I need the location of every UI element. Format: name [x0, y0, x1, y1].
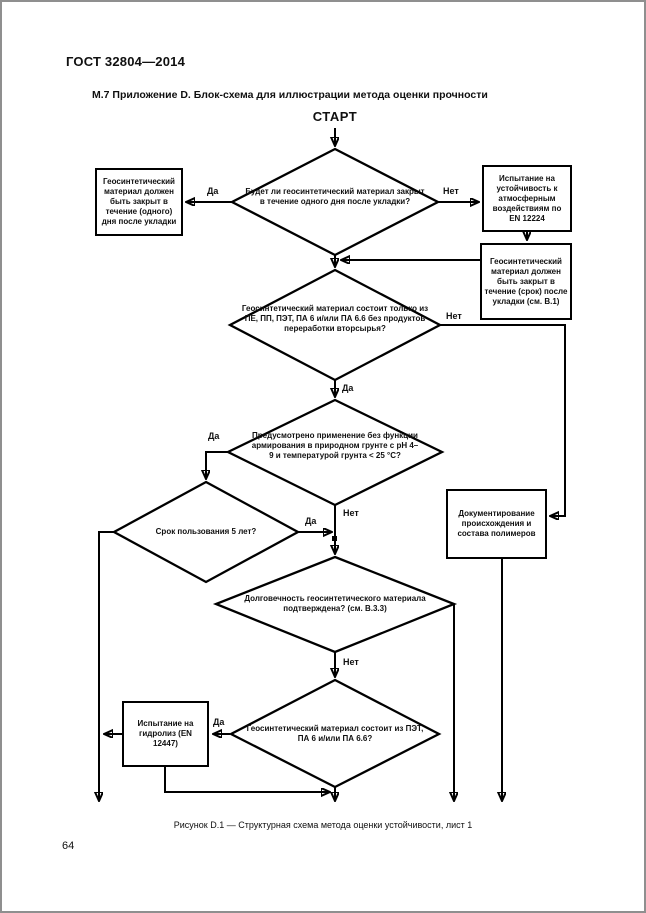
diamond-label-covered-one-day: Будет ли геосинтетический материал закры… [245, 187, 425, 206]
diamond-application-conditions [225, 398, 445, 507]
diamond-covered-one-day [229, 147, 441, 257]
box-cover-one-day: Геосинтетический материал должен быть за… [95, 168, 183, 236]
box-cover-period: Геосинтетический материал должен быть за… [480, 243, 572, 320]
branch-label-d3-yes: Да [208, 431, 220, 441]
connector-d2-no-documentation [440, 324, 566, 516]
branch-label-d1-no: Нет [443, 186, 459, 196]
branch-label-d2-no: Нет [446, 311, 462, 321]
connector-d3-yes-d4 [206, 451, 230, 478]
branch-label-d1-yes: Да [207, 186, 219, 196]
branch-label-d3-no: Нет [343, 508, 359, 518]
section-title: М.7 Приложение D. Блок-схема для иллюстр… [92, 89, 488, 101]
connector-hydrolysis-bottom-merge [164, 767, 329, 792]
branch-label-d6-yes: Да [213, 717, 225, 727]
diamond-label-service-life: Срок пользования 5 лет? [155, 527, 257, 536]
diamond-durability-confirmed [212, 555, 458, 654]
box-weathering-test: Испытание на устойчивость к атмосферным … [482, 165, 572, 232]
branch-label-d5-no: Нет [343, 657, 359, 667]
branch-label-d2-yes: Да [342, 383, 354, 393]
doc-number: ГОСТ 32804—2014 [66, 54, 185, 69]
diamond-label-durability-confirmed: Долговечность геосинтетического материал… [244, 594, 426, 613]
box-hydrolysis-test: Испытание на гидролиз (EN 12447) [122, 701, 209, 767]
diamond-material-composition [227, 268, 443, 382]
diamond-label-pet-pa-composition: Геосинтетический материал состоит из ПЭТ… [246, 724, 424, 743]
diamond-label-material-composition: Геосинтетический материал состоит только… [241, 304, 429, 333]
diamond-label-application-conditions: Предусмотрено применение без функции арм… [251, 431, 419, 460]
diamond-service-life [111, 480, 301, 584]
junction-dot [332, 536, 337, 541]
figure-caption: Рисунок D.1 — Структурная схема метода о… [173, 820, 473, 830]
box-documentation: Документирование происхождения и состава… [446, 489, 547, 559]
start-label: СТАРТ [312, 109, 358, 124]
diamond-pet-pa-composition [228, 678, 442, 789]
branch-label-d4-yes: Да [305, 516, 317, 526]
page-number: 64 [62, 840, 75, 852]
connector-d4-left-exit [99, 531, 114, 800]
